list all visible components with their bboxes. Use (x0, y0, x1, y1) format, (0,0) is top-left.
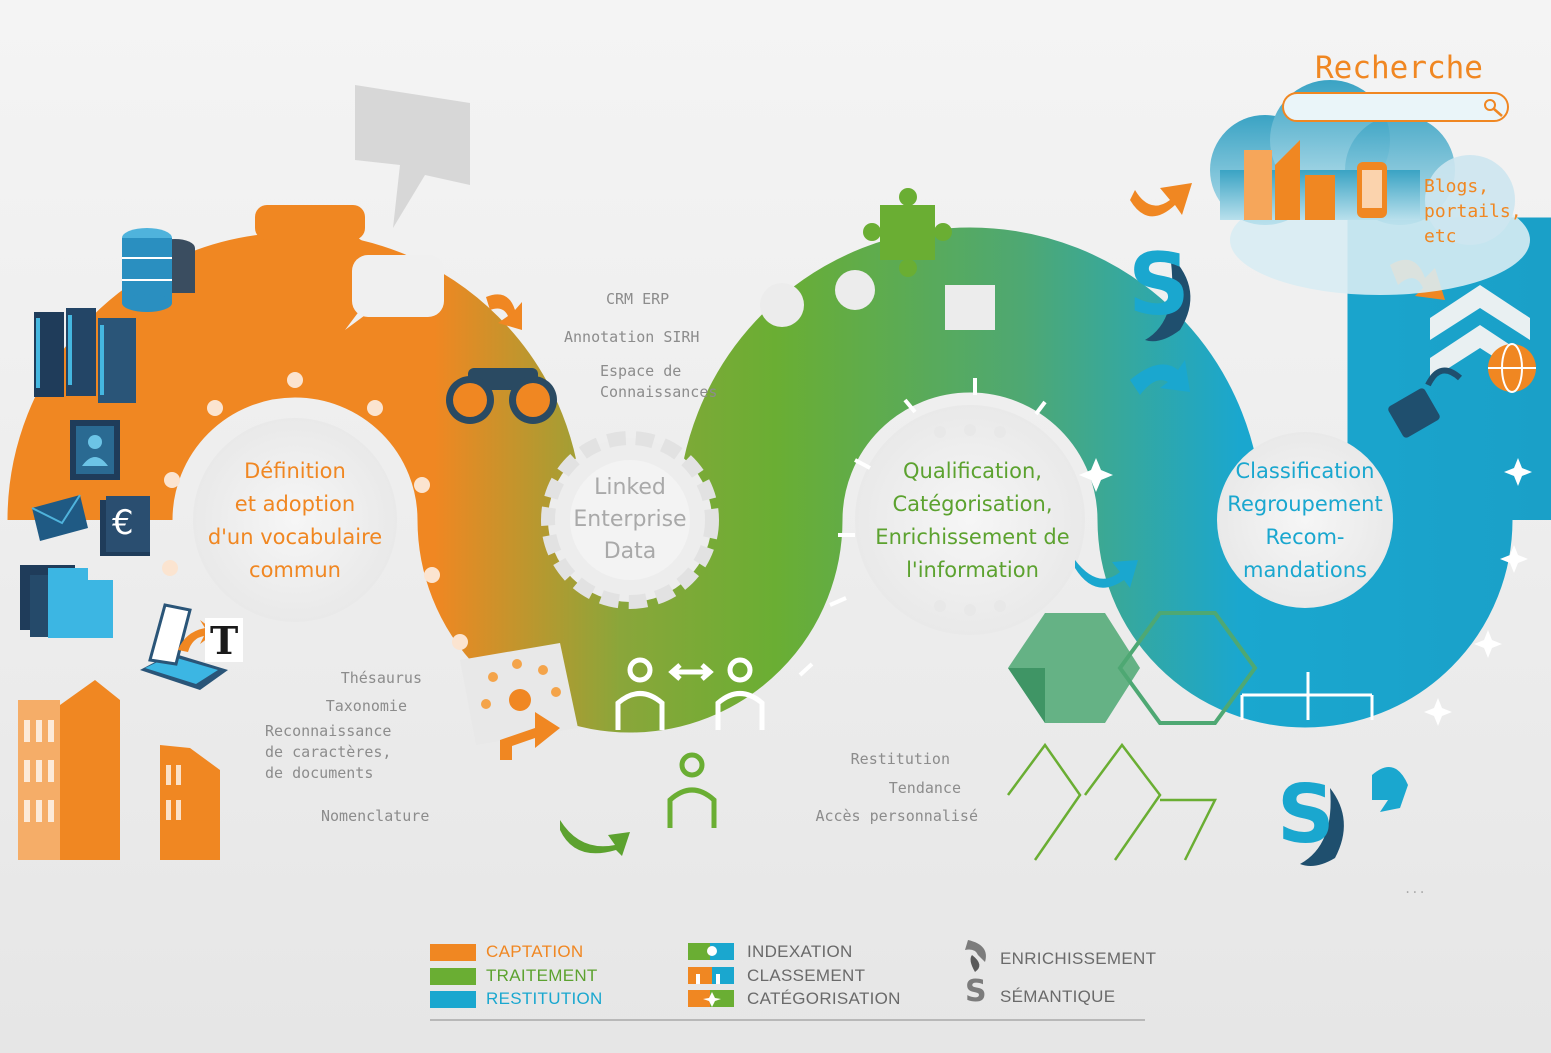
buildings-orange-left (18, 680, 220, 860)
search-box[interactable] (1282, 92, 1509, 122)
euro-document-icon (100, 496, 150, 556)
gear-classification (1217, 432, 1393, 608)
gear-definition (193, 418, 397, 622)
euro-icon: € (112, 503, 134, 543)
label-line: Espace de (600, 362, 682, 380)
stage-qualification-title: Qualification, Catégorisation, Enrichiss… (860, 455, 1085, 587)
folder-icon (20, 565, 113, 638)
sparkle-icons (1079, 458, 1532, 726)
legend-label-indexation: INDEXATION (747, 942, 853, 961)
contact-card-icon (70, 420, 120, 480)
label-line: Reconnaissance (265, 722, 392, 740)
stage-line: Définition (244, 459, 346, 483)
gear-linked (541, 431, 719, 609)
legend-label-enrichissement: ENRICHISSEMENT (1000, 949, 1157, 968)
text-t-icon: T (210, 618, 239, 663)
people-exchange-icon (615, 657, 765, 730)
label-taxonomie: Taxonomie (325, 697, 407, 715)
legend-label: RESTITUTION (486, 989, 603, 1008)
label-thesaurus: Thésaurus (340, 669, 422, 687)
cube-icon (1008, 611, 1258, 725)
label-line: de documents (265, 764, 374, 782)
legend-label-categorisation: CATÉGORISATION (747, 989, 901, 1008)
stage-linked-title: Linked Enterprise Data (545, 472, 715, 568)
legend-item-restitution: RESTITUTION (430, 989, 603, 1009)
server-icon (34, 308, 136, 403)
label-nomenclature: Nomenclature (321, 807, 430, 825)
legend-item-traitement: TRAITEMENT (430, 966, 598, 986)
puzzle-cutout (760, 270, 995, 330)
semantique-legend-icon: S (965, 974, 987, 1009)
label-acces-personnalise: Accès personnalisé (815, 807, 978, 825)
legend-label-classement: CLASSEMENT (747, 966, 866, 985)
scanner-icon (140, 603, 243, 690)
hierarchy-icon (1240, 672, 1374, 720)
swatch-blue (430, 990, 476, 1008)
padlock-icon (1388, 367, 1463, 438)
stage-line: Data (603, 539, 657, 564)
wave-band (7, 217, 1551, 733)
search-title: Recherche (1315, 50, 1483, 86)
label-crm-erp: CRM ERP (606, 290, 670, 308)
mail-icon (31, 494, 88, 541)
stage-line: Recom- (1265, 525, 1345, 549)
speech-bubble-icon (255, 85, 470, 330)
stage-line: commun (249, 558, 341, 582)
stage-line: Enterprise (573, 507, 687, 532)
swatch-green (430, 967, 476, 985)
stage-definition-title: Définition et adoption d'un vocabulaire … (195, 455, 395, 587)
stage-line: l'information (906, 558, 1039, 582)
label-line: Connaissances (600, 383, 718, 401)
label-espace-connaissances: Espace de Connaissances (600, 361, 717, 403)
stage-line: Regroupement (1227, 492, 1383, 516)
rating-panel-icon (460, 643, 578, 760)
swatch-orange (430, 943, 476, 961)
person-icon (667, 752, 717, 828)
legend-label-semantique: SÉMANTIQUE (1000, 987, 1116, 1006)
arrow-lines-icon (1006, 742, 1218, 861)
stage-line: Classification (1235, 459, 1375, 483)
puzzle-icon (863, 188, 952, 277)
globe-icon (1488, 343, 1536, 393)
dots-qualification (934, 424, 1006, 616)
label-reconnaissance: Reconnaissance de caractères, de documen… (265, 721, 391, 784)
database-icon (122, 228, 195, 312)
stage-line: mandations (1242, 558, 1367, 582)
stage-line: et adoption (234, 492, 356, 516)
stage-line: d'un vocabulaire (207, 525, 383, 549)
label-annotation-sirh: Annotation SIRH (564, 328, 700, 346)
stage-line: Enrichissement de (875, 525, 1070, 549)
legend-label: CAPTATION (486, 942, 584, 961)
label-restitution: Restitution (850, 750, 950, 768)
legend-label: TRAITEMENT (486, 966, 598, 985)
semantique-s-shadow (1145, 255, 1344, 866)
label-ellipsis: ... (1404, 882, 1426, 896)
label-line: portails, etc (1424, 201, 1522, 247)
legend-graphics (430, 940, 1145, 1021)
stage-line: Qualification, (903, 459, 1042, 483)
label-blogs-portails: Blogs, portails, etc (1424, 174, 1551, 249)
legend-item-captation: CAPTATION (430, 942, 583, 962)
stage-line: Catégorisation, (892, 492, 1053, 516)
stage-line: Linked (594, 475, 666, 500)
dots-left (162, 372, 468, 650)
label-line: de caractères, (265, 743, 392, 761)
enrichissement-arrow-icon (486, 183, 1445, 856)
binoculars-icon (446, 368, 557, 424)
gear-qualification (855, 405, 1085, 635)
semantique-s-icon: S (1128, 235, 1190, 335)
semantique-s-icon: S (1277, 768, 1335, 861)
stage-classification-title: Classification Regroupement Recom- manda… (1215, 455, 1395, 587)
ticks-green (798, 378, 1047, 677)
label-line: Blogs, (1424, 176, 1490, 197)
label-tendance: Tendance (888, 779, 961, 797)
